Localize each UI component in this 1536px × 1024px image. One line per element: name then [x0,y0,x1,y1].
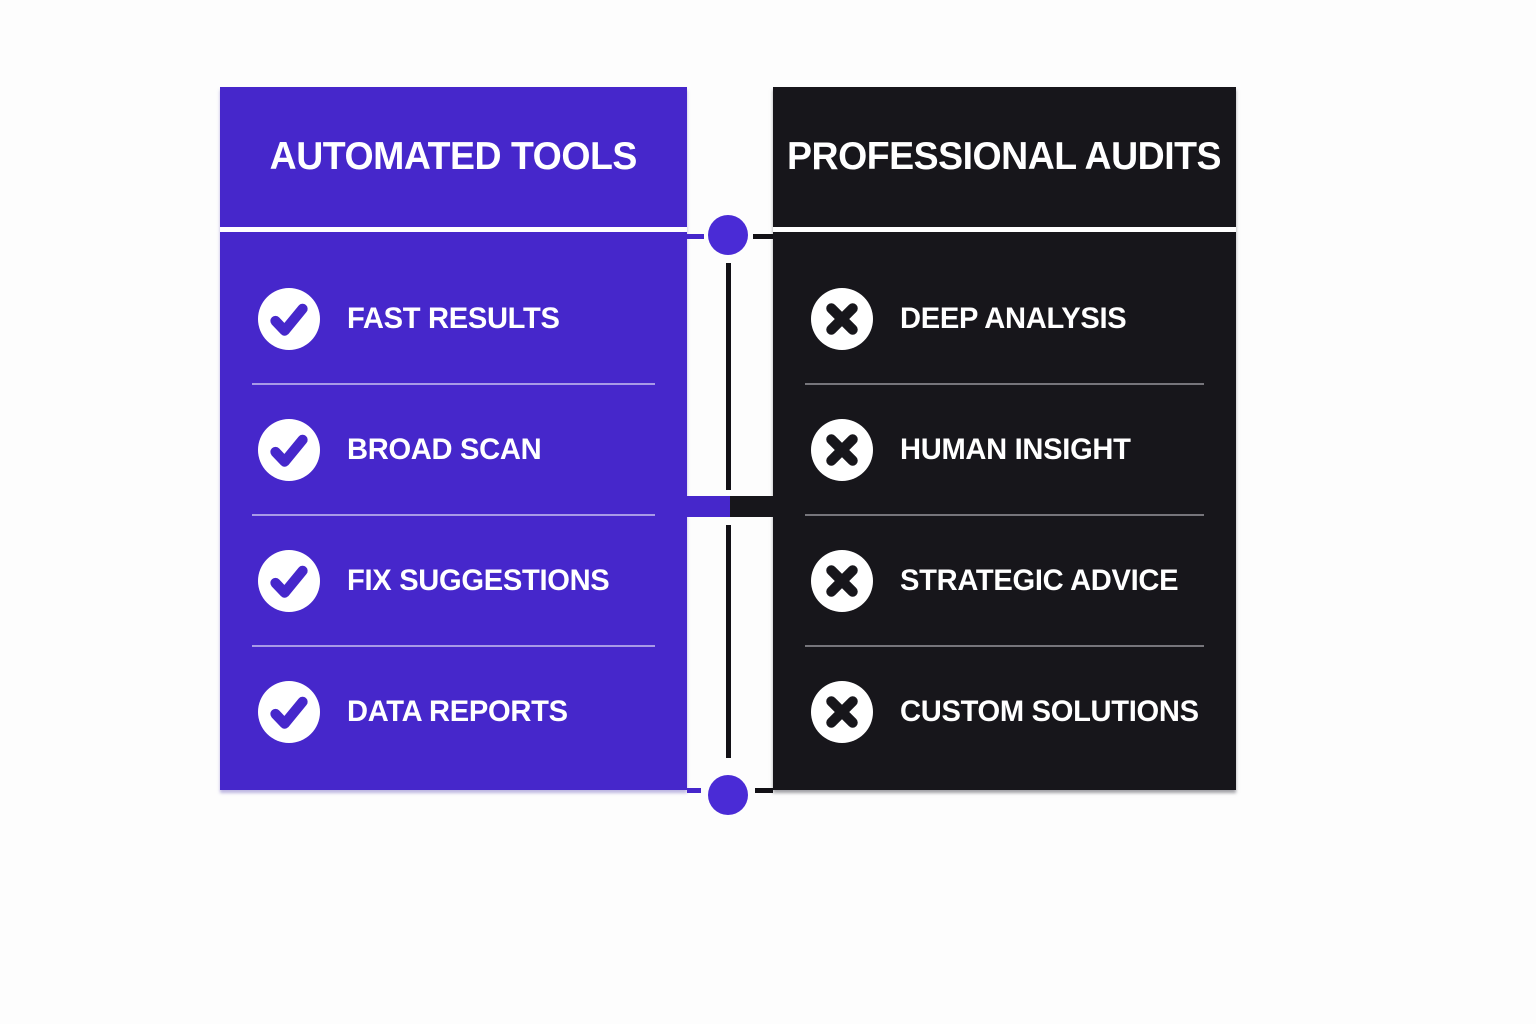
divider [805,383,1204,385]
panel-header-professional-audits: PROFESSIONAL AUDITS [773,87,1236,232]
list-item: FAST RESULTS [220,254,687,383]
list-item-label: CUSTOM SOLUTIONS [900,694,1199,728]
connector-line [687,788,701,793]
check-icon [258,418,320,481]
x-icon [811,549,873,612]
connector-line [687,234,704,239]
x-icon [811,287,873,350]
connector-dot-bottom [708,775,748,815]
list-item: STRATEGIC ADVICE [773,516,1236,645]
list-item-label: DEEP ANALYSIS [900,301,1127,335]
list-item-label: FAST RESULTS [347,301,560,335]
connector-line [755,788,773,793]
list-item-label: STRATEGIC ADVICE [900,563,1179,597]
divider [805,514,1204,516]
check-icon [258,680,320,743]
connector-line [726,263,731,490]
connector-line [753,234,773,239]
divider [805,645,1204,647]
list-item: BROAD SCAN [220,385,687,514]
connector-band-purple [687,496,730,517]
list-item-label: HUMAN INSIGHT [900,432,1131,466]
list-item: FIX SUGGESTIONS [220,516,687,645]
panel-professional-audits: PROFESSIONAL AUDITS DEEP ANALYSIS HUMAN … [773,87,1236,790]
professional-audits-item-list: DEEP ANALYSIS HUMAN INSIGHT STRATEGIC AD… [773,232,1236,776]
panel-title-professional-audits: PROFESSIONAL AUDITS [787,135,1222,178]
connector-band-black [730,496,773,517]
list-item: CUSTOM SOLUTIONS [773,647,1236,776]
x-icon [811,680,873,743]
divider [252,383,655,385]
list-item-label: BROAD SCAN [347,432,542,466]
check-icon [258,287,320,350]
list-item: DEEP ANALYSIS [773,254,1236,383]
automated-tools-item-list: FAST RESULTS BROAD SCAN FIX SUGGESTIONS [220,232,687,776]
list-item: HUMAN INSIGHT [773,385,1236,514]
check-icon [258,549,320,612]
list-item: DATA REPORTS [220,647,687,776]
divider [252,645,655,647]
panel-title-automated-tools: AUTOMATED TOOLS [269,135,638,178]
panel-header-automated-tools: AUTOMATED TOOLS [220,87,687,232]
list-item-label: DATA REPORTS [347,694,568,728]
divider [252,514,655,516]
x-icon [811,418,873,481]
connector-line [726,525,731,758]
panel-automated-tools: AUTOMATED TOOLS FAST RESULTS BROAD SCAN [220,87,687,790]
list-item-label: FIX SUGGESTIONS [347,563,610,597]
connector-dot-top [708,215,748,255]
